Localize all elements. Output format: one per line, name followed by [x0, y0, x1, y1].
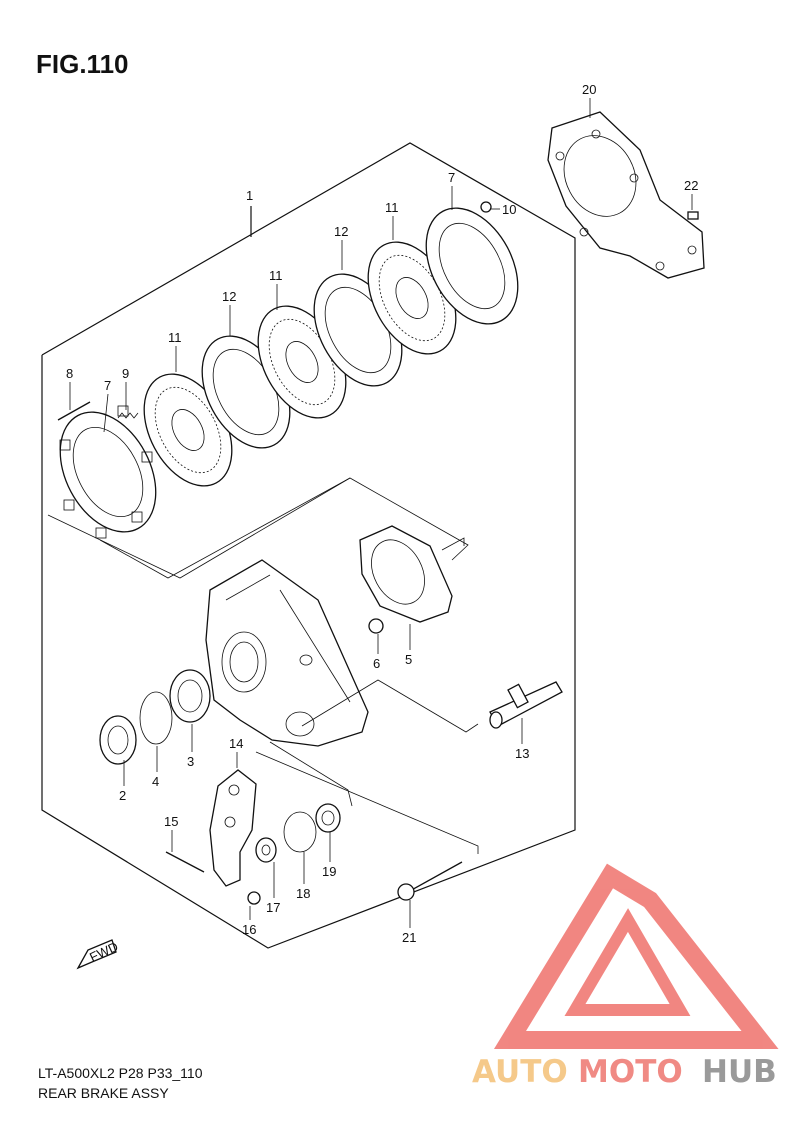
fwd-arrow-icon: FWD — [76, 939, 120, 970]
callout-15: 15 — [164, 814, 178, 829]
lever-14 — [209, 769, 257, 887]
leader-housing-21 — [255, 751, 479, 854]
leader-housing-13 — [301, 679, 479, 733]
bolt-21 — [397, 861, 463, 901]
watermark-auto: AUTO — [472, 1054, 568, 1090]
fwd-label: FWD — [87, 939, 120, 965]
callout-14: 14 — [229, 736, 243, 751]
callout-9: 9 — [122, 366, 129, 381]
figure-title: FIG.110 — [36, 49, 129, 79]
figure-name: REAR BRAKE ASSY — [38, 1085, 169, 1101]
watermark-text: AUTO MOTO HUB — [472, 1054, 777, 1090]
callout-1: 1 — [246, 188, 253, 203]
watermark-hub: HUB — [702, 1054, 777, 1090]
callout-21: 21 — [402, 930, 416, 945]
seal-19 — [315, 803, 341, 833]
brake-plate-7-left — [59, 405, 157, 539]
callout-11-middle: 11 — [269, 268, 283, 283]
callout-22: 22 — [684, 178, 698, 193]
bolt-15 — [165, 851, 205, 873]
brake-plate-7-right — [425, 207, 519, 325]
gasket-20 — [547, 111, 705, 279]
callout-11-left: 11 — [168, 330, 182, 345]
shaft-13 — [489, 681, 563, 729]
seal-2 — [99, 715, 137, 765]
spring-9 — [117, 412, 139, 419]
callout-20: 20 — [582, 82, 596, 97]
nut-10 — [480, 201, 492, 213]
callout-8: 8 — [66, 366, 73, 381]
callout-labels: 1 2 3 4 5 6 7 7 8 9 10 11 11 11 12 12 13… — [66, 82, 698, 945]
leader-lines — [69, 98, 693, 928]
bearing-3 — [169, 669, 211, 723]
callout-16: 16 — [242, 922, 256, 937]
assembly-boundary — [41, 142, 576, 949]
callout-13: 13 — [515, 746, 529, 761]
callout-4: 4 — [152, 774, 159, 789]
callout-2: 2 — [119, 788, 126, 803]
plate-5 — [359, 525, 465, 623]
pin-8 — [57, 401, 91, 421]
callout-5: 5 — [405, 652, 412, 667]
callout-7-left: 7 — [104, 378, 111, 393]
nut-16 — [247, 891, 261, 905]
washer-17 — [255, 837, 277, 863]
spring-18 — [283, 811, 317, 853]
callout-6: 6 — [373, 656, 380, 671]
callout-19: 19 — [322, 864, 336, 879]
brake-housing — [99, 477, 369, 747]
watermark-logo — [493, 863, 779, 1049]
circlip-4 — [139, 691, 173, 745]
callout-12-middle: 12 — [334, 224, 348, 239]
callout-3: 3 — [187, 754, 194, 769]
callout-11-right: 11 — [385, 200, 399, 215]
leader-housing-19 — [269, 741, 353, 807]
callout-18: 18 — [296, 886, 310, 901]
callout-17: 17 — [266, 900, 280, 915]
callout-7-right: 7 — [448, 170, 455, 185]
callout-12-left: 12 — [222, 289, 236, 304]
callout-10: 10 — [502, 202, 516, 217]
watermark-moto: MOTO — [578, 1054, 683, 1090]
ball-6 — [368, 618, 384, 634]
dowel-pin-22 — [687, 211, 699, 220]
figure-code: LT-A500XL2 P28 P33_110 — [38, 1065, 203, 1081]
